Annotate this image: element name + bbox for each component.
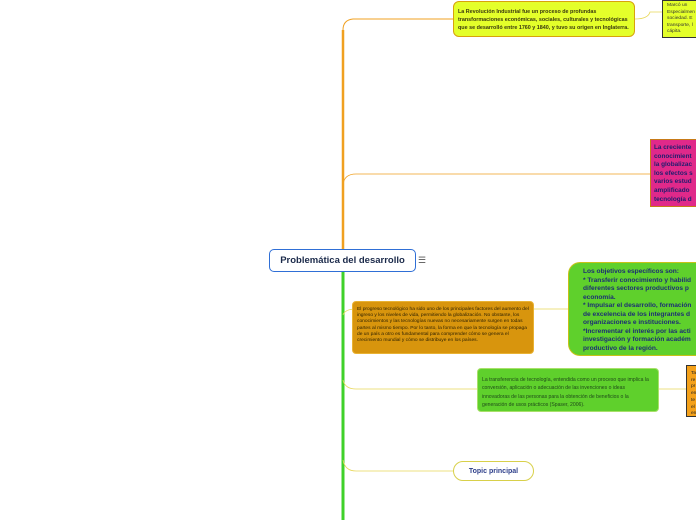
node-magenta-fragment[interactable]: La creciente conocimient la globalizac l… [650,139,696,207]
central-topic[interactable]: Problemática del desarrollo [269,249,416,272]
node-topic-principal[interactable]: Topic principal [453,461,534,481]
node-tech-progress[interactable]: El progreso tecnológico ha sido uno de l… [352,301,534,354]
link-topic-principal [342,459,453,472]
menu-icon[interactable]: ☰ [418,255,427,265]
central-topic-label: Problemática del desarrollo [280,255,405,266]
node-objectives[interactable]: Los objetivos específicos son: * Transfe… [568,262,696,356]
node-industrial-revolution[interactable]: La Revolución Industrial fue un proceso … [453,1,635,37]
link-tech-transfer [342,379,477,390]
node-top-right-fragment[interactable]: Marcó un Especialmen sociedad. E transpo… [662,0,696,38]
node-orange-right-fragment[interactable]: Ta re pr en te el en [686,365,696,417]
link-magenta [342,173,650,186]
node-tech-transfer[interactable]: La transferencia de tecnología, entendid… [477,368,659,412]
link-top-right [634,11,662,20]
topic-principal-label: Topic principal [468,467,519,475]
trunk-upper [342,18,453,31]
